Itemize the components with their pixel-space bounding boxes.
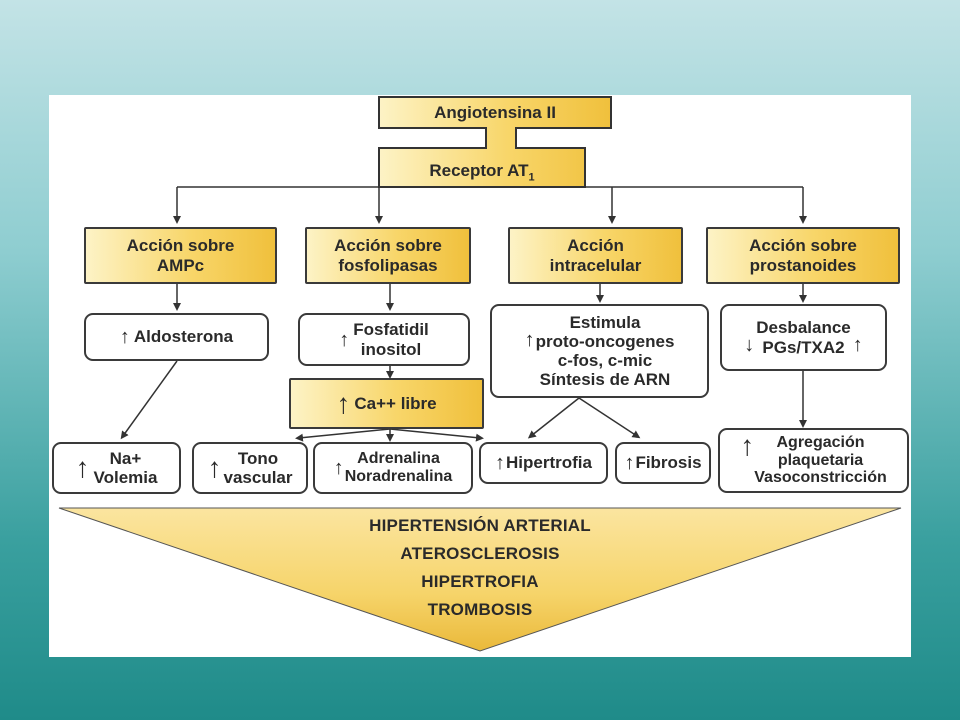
desbalance-line1: Desbalance <box>756 318 851 338</box>
outcome-hipertrofia: HIPERTROFIA <box>421 572 539 591</box>
up-arrow-icon: ↑ <box>339 328 350 351</box>
aldosterona-label: Aldosterona <box>133 327 234 347</box>
receptor-box: Receptor AT1 <box>379 157 585 187</box>
up-arrow-icon: ↑ <box>207 452 222 483</box>
fosfatidil-line2: inositol <box>360 339 422 359</box>
angiotensina-label: Angiotensina II <box>434 102 556 122</box>
outcome-aterosclerosis: ATEROSCLEROSIS <box>400 544 560 563</box>
tono-line1: Tono <box>237 448 279 468</box>
receptor-subscript: 1 <box>528 171 535 184</box>
action-prostanoides-line1: Acción sobre <box>749 236 857 256</box>
action-prostanoides-line2: prostanoides <box>749 255 857 275</box>
estimula-line1: Estimula <box>569 312 641 332</box>
outcome-hipertension: HIPERTENSIÓN ARTERIAL <box>369 516 591 535</box>
agregacion-line2: plaquetaria <box>777 451 864 469</box>
up-arrow-icon: ↑ <box>119 326 130 348</box>
connector-lines <box>58 96 902 652</box>
receptor-text: Receptor AT <box>429 160 529 180</box>
receptor-label: Receptor AT1 <box>429 161 534 184</box>
up-arrow-icon: ↑ <box>624 452 635 474</box>
action-intracelular-line1: Acción <box>567 236 624 256</box>
hipertrofia-box: ↑ Hipertrofia <box>479 442 608 484</box>
up-arrow-icon: ↑ <box>495 452 506 474</box>
action-fosfolipasas-line1: Acción sobre <box>334 236 442 256</box>
fibrosis-label: Fibrosis <box>635 453 702 473</box>
calcio-box: ↑ Ca++ libre <box>289 378 484 429</box>
up-arrow-icon: ↑ <box>336 387 351 419</box>
fosfatidil-line1: Fosfatidil <box>353 320 429 340</box>
desbalance-line2: PGs/TXA2 <box>762 337 845 357</box>
aldosterona-box: ↑ Aldosterona <box>84 313 269 361</box>
up-arrow-icon: ↑ <box>524 329 535 351</box>
action-fosfolipasas-line2: fosfolipasas <box>338 255 438 275</box>
na-line2: Volemia <box>93 468 158 487</box>
agregacion-line3: Vasoconstricción <box>754 469 887 487</box>
outcome-triangle <box>58 507 902 652</box>
agregacion-line1: Agregación <box>776 433 865 451</box>
up-arrow-icon: ↑ <box>740 430 755 461</box>
angiotensina-box: Angiotensina II <box>379 97 611 128</box>
up-arrow-icon: ↑ <box>75 452 90 483</box>
action-intracelular-line2: intracelular <box>549 255 642 275</box>
up-arrow-icon: ↑ <box>333 457 344 479</box>
hipertrofia-label: Hipertrofia <box>506 453 592 473</box>
tono-line2: vascular <box>223 468 293 487</box>
estimula-line4: Síntesis de ARN <box>539 370 671 390</box>
fibrosis-box: ↑ Fibrosis <box>615 442 711 484</box>
adrenalina-line1: Adrenalina <box>357 450 440 468</box>
adrenalina-line2: Noradrenalina <box>344 468 453 485</box>
na-volemia-box: ↑ Na+Volemia <box>52 442 181 494</box>
action-ampc-line1: Acción sobre <box>126 236 235 256</box>
down-arrow-icon: ↓ <box>744 334 755 356</box>
up-arrow-icon: ↑ <box>852 334 863 356</box>
estimula-line3: c-fos, c-mic <box>557 351 653 370</box>
na-line1: Na+ <box>109 448 142 468</box>
outcome-trombosis: TROMBOSIS <box>427 600 533 619</box>
diagram-panel: Angiotensina II Receptor AT1 Acción sobr… <box>49 95 911 657</box>
calcio-label: Ca++ libre <box>354 393 437 413</box>
estimula-line2: proto-oncogenes <box>535 331 675 351</box>
action-ampc-line2: AMPc <box>156 255 205 275</box>
